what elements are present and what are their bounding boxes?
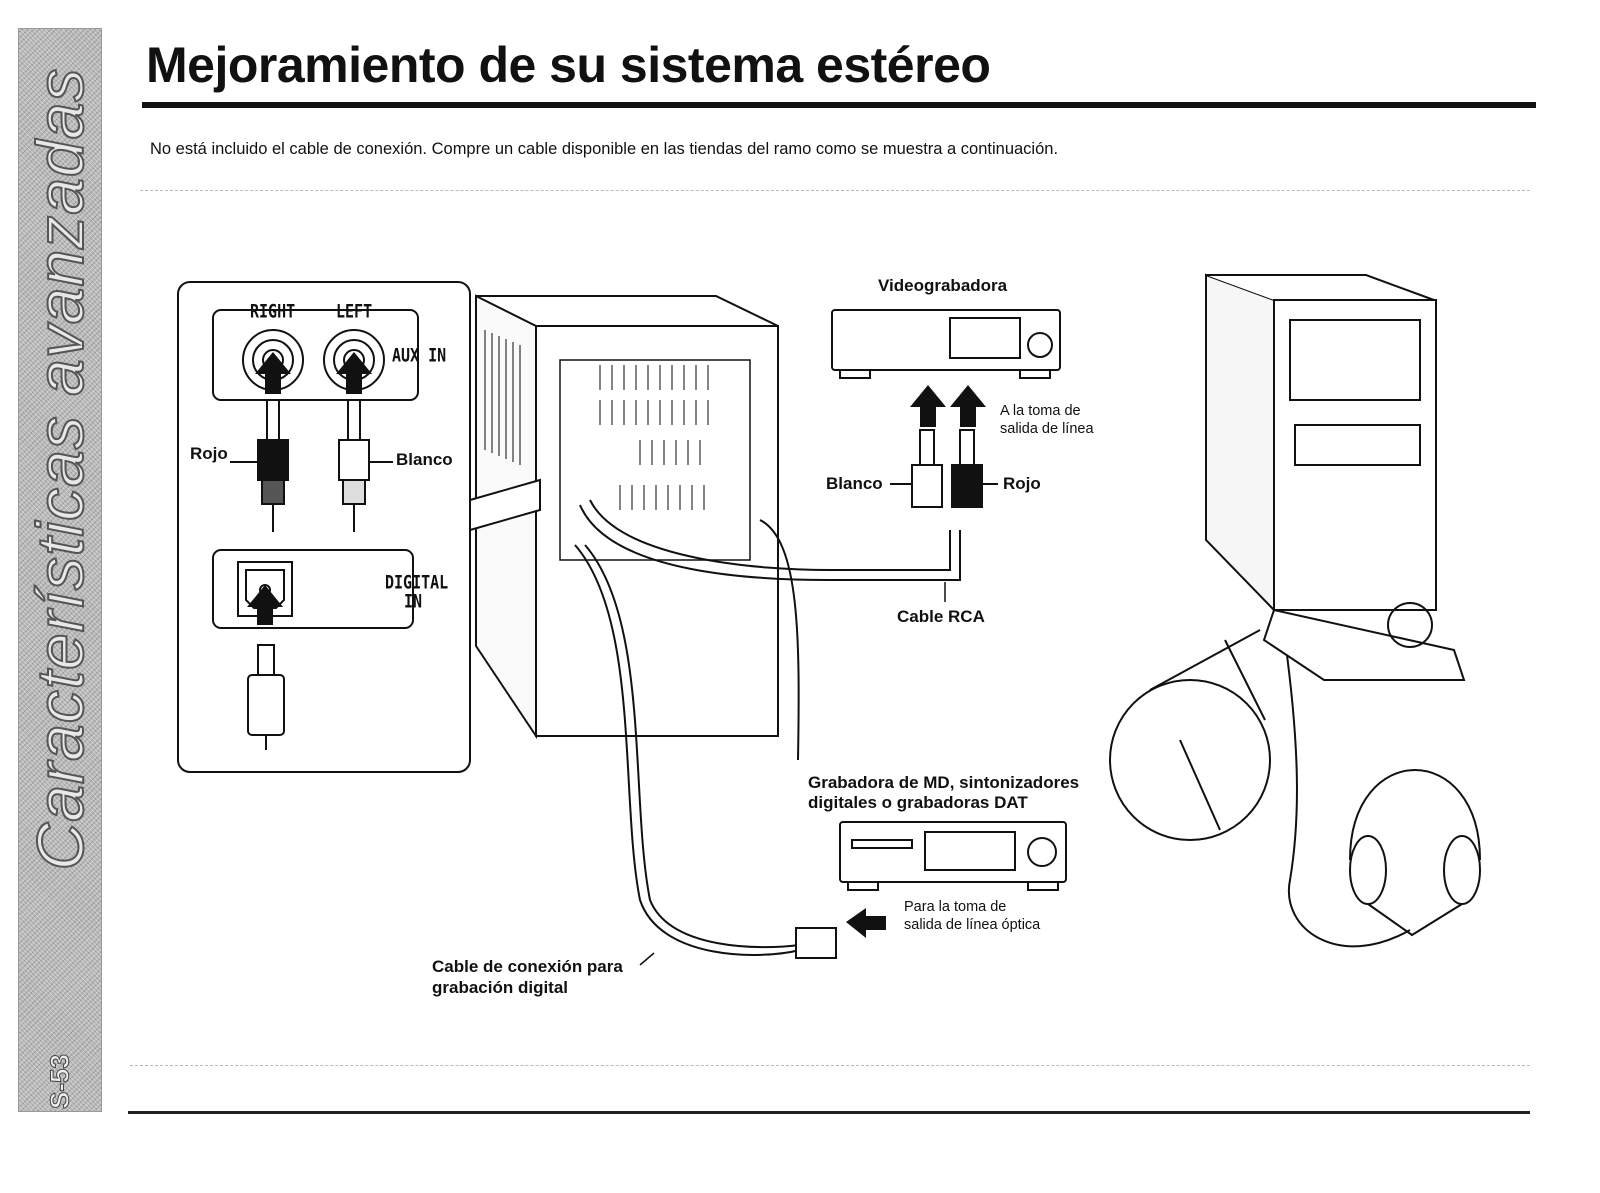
dashed-divider-top xyxy=(140,190,1530,191)
vcr-device xyxy=(831,309,1061,379)
vcr-title: Videograbadora xyxy=(878,276,1008,295)
inset-arrows xyxy=(247,352,372,625)
cables xyxy=(574,499,1411,956)
md-title-line2: digitales o grabadoras DAT xyxy=(808,793,1028,812)
digital-cable-line1: Cable de conexión para xyxy=(432,957,623,976)
vcr-note-line2: salida de línea xyxy=(1000,421,1094,437)
md-arrow xyxy=(846,908,886,938)
section-sidebar: Características avanzadas S-53 xyxy=(18,28,102,1112)
vcr-rojo-label: Rojo xyxy=(1003,474,1041,493)
stereo-main-unit xyxy=(469,294,779,740)
side-unit xyxy=(1205,273,1466,681)
inset-rojo-label: Rojo xyxy=(190,444,228,463)
intro-text: No está incluido el cable de conexión. C… xyxy=(150,140,1059,158)
left-jack-label: LEFT xyxy=(336,299,373,323)
optical-plug xyxy=(795,927,837,959)
rca-cable-label: Cable RCA xyxy=(897,607,985,626)
aux-in-label: AUX IN xyxy=(392,343,447,367)
digital-in-label: IN xyxy=(404,589,423,613)
headphones xyxy=(1349,769,1481,937)
vcr-blanco-label: Blanco xyxy=(826,474,883,493)
md-recorder-device xyxy=(839,821,1067,891)
page-title: Mejoramiento de su sistema estéreo xyxy=(146,37,991,93)
md-title-line1: Grabadora de MD, sintonizadores xyxy=(808,773,1080,792)
unit-vents xyxy=(484,330,709,510)
leader-lines xyxy=(639,582,946,966)
inset-rca-plugs xyxy=(230,399,393,750)
digital-cable-line2: grabación digital xyxy=(432,978,569,997)
vcr-arrows xyxy=(910,385,986,427)
digital-label: DIGITAL xyxy=(385,570,449,594)
title-rule xyxy=(142,102,1536,108)
md-note-line2: salida de línea óptica xyxy=(904,917,1041,933)
dashed-divider-bottom xyxy=(130,1065,1530,1066)
inset-blanco-label: Blanco xyxy=(396,450,453,469)
vcr-rca-plugs xyxy=(890,429,998,508)
right-jack-label: RIGHT xyxy=(250,299,296,323)
bottom-rule xyxy=(128,1111,1530,1114)
headphone-zoom-circle xyxy=(1109,629,1271,841)
md-note-line1: Para la toma de xyxy=(904,899,1007,915)
vcr-note-line1: A la toma de xyxy=(1000,403,1081,419)
